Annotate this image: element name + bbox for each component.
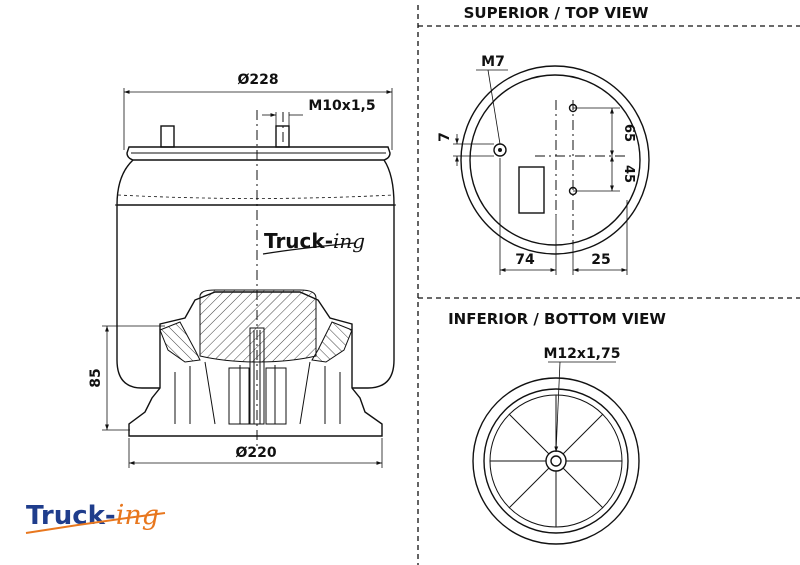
bellows-right-wall [352, 205, 395, 389]
top-outer-circle [460, 65, 650, 255]
label-thread: M12x1,75 [544, 346, 621, 362]
bottom-outer-circle [472, 377, 640, 545]
brand-logo-drawing: Truck-ing [264, 229, 365, 253]
dim-bottom-diameter: Ø220 [235, 445, 276, 461]
dim-25: 25 [591, 252, 610, 268]
top-rect-feature [518, 166, 545, 214]
piston-cap-section [199, 289, 317, 363]
dim-stud-thread: M10x1,5 [308, 98, 375, 114]
dim-65: 65 [621, 124, 636, 142]
bottom-view-title: INFERIOR / BOTTOM VIEW [448, 310, 666, 328]
bottom-view: INFERIOR / BOTTOM VIEW M12x1,75 [448, 310, 666, 545]
dim-height: 85 [88, 368, 104, 387]
top-view: SUPERIOR / TOP VIEW M7 7 65 45 [437, 4, 650, 275]
dim-74: 74 [515, 252, 535, 268]
dim-offset: 7 [437, 132, 453, 142]
dim-45: 45 [621, 165, 636, 183]
stud-left [160, 125, 175, 148]
top-view-title: SUPERIOR / TOP VIEW [464, 4, 649, 22]
bellows-upper [116, 159, 395, 206]
panel-separators [417, 5, 800, 565]
brand-logo: Truck-ing [25, 500, 166, 534]
dim-top-diameter: Ø228 [237, 72, 278, 88]
label-m7: M7 [481, 54, 505, 70]
bellows-left-wall [116, 205, 160, 389]
bottom-ribs [490, 395, 622, 527]
side-view: Ø228 M10x1,5 85 Ø220 Truck-ing [88, 72, 396, 468]
